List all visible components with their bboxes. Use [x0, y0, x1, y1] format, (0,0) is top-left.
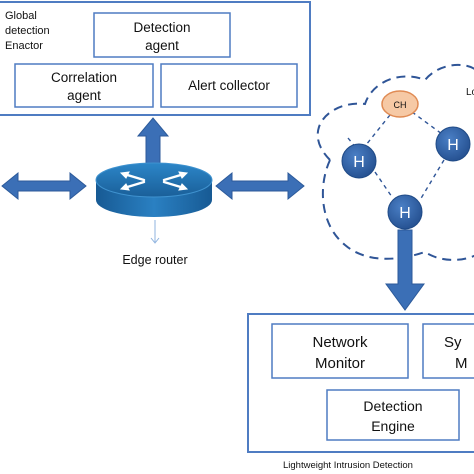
ids-caption: Lightweight Intrusion Detection	[283, 460, 413, 471]
lightweight-ids-box: Network Monitor Sy M Detection Engine	[247, 313, 474, 453]
global-detection-box: Global detection Enactor Detection agent…	[0, 1, 311, 116]
host-node-1: H	[341, 143, 377, 179]
router-down-arrow	[150, 220, 160, 244]
alert-collector-label: Alert collector	[188, 78, 270, 93]
correlation-agent-line1: Correlation	[51, 70, 117, 85]
edge-router-icon	[95, 162, 213, 217]
system-monitor-line2: M	[455, 355, 468, 372]
network-monitor-line2: Monitor	[315, 355, 365, 372]
host-to-ids-arrow	[385, 229, 425, 311]
alert-collector-box: Alert collector	[160, 63, 298, 108]
detection-agent-line2: agent	[145, 38, 179, 53]
host-node-2: H	[435, 126, 471, 162]
host-node-3: H	[387, 194, 423, 230]
host-node-3-label: H	[399, 205, 411, 222]
detection-agent-box: Detection agent	[93, 12, 231, 58]
router-to-global-arrow	[136, 117, 170, 169]
network-monitor-line1: Network	[312, 334, 368, 351]
global-detection-label-line2: detection	[5, 25, 50, 37]
cluster-boundary	[316, 63, 474, 261]
correlation-agent-line2: agent	[67, 88, 101, 103]
network-monitor-box: Network Monitor	[271, 323, 409, 379]
host-node-2-label: H	[447, 137, 459, 154]
right-double-arrow	[215, 171, 305, 201]
detection-engine-box: Detection Engine	[326, 389, 460, 441]
cluster-head-label: CH	[394, 100, 407, 110]
host-node-1-label: H	[353, 154, 365, 171]
system-monitor-box: Sy M	[422, 323, 474, 379]
detection-engine-line1: Detection	[363, 398, 422, 414]
detection-agent-line1: Detection	[133, 20, 190, 35]
detection-engine-line2: Engine	[371, 418, 415, 434]
correlation-agent-box: Correlation agent	[14, 63, 154, 108]
left-double-arrow	[1, 171, 87, 201]
system-monitor-line1: Sy	[444, 334, 462, 351]
cluster-corner-label: Lo	[466, 87, 474, 98]
global-detection-label-line3: Enactor	[5, 40, 43, 52]
edge-router-label: Edge router	[122, 253, 187, 267]
global-detection-label-line1: Global	[5, 10, 37, 22]
cluster-head-node: CH	[381, 90, 419, 118]
